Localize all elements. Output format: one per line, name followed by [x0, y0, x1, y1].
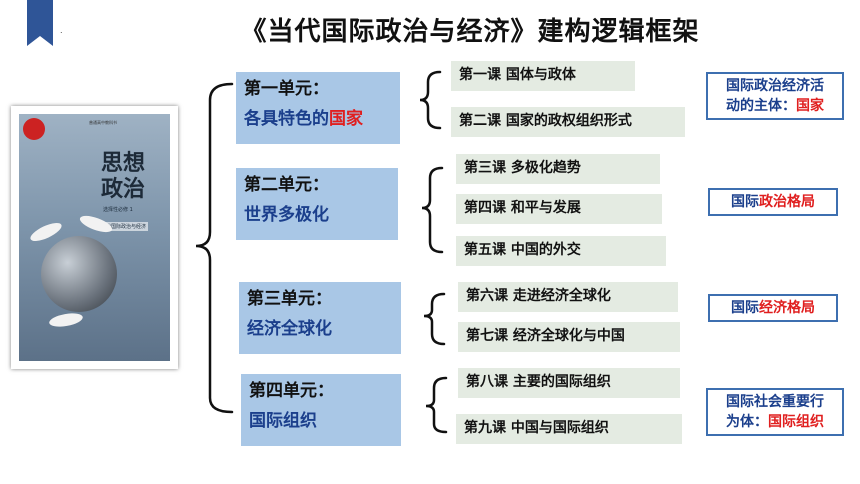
page-title: 《当代国际政治与经济》建构逻辑框架 [240, 17, 700, 47]
side-note-actor-state: 国际政治经济活 动的主体：国家 [706, 72, 844, 120]
unit-label: 第四单元： [249, 381, 334, 401]
main-brace [195, 82, 234, 414]
unit-name: 各具特色的国家 [244, 109, 363, 129]
side-note-economic-pattern: 国际经济格局 [708, 294, 838, 322]
lesson-box: 第三课 多极化趋势 [456, 154, 660, 184]
lesson-box: 第五课 中国的外交 [456, 236, 666, 266]
unit-name: 国际组织 [249, 411, 317, 431]
unit-label: 第二单元： [244, 175, 329, 195]
unit-box-1: 第一单元： 各具特色的国家 [236, 72, 400, 144]
unit2-brace [421, 166, 444, 254]
lesson-box: 第一课 国体与政体 [451, 61, 635, 91]
globe-illustration [41, 236, 117, 312]
side-note-actor-organization: 国际社会重要行 为体：国际组织 [706, 388, 844, 436]
unit1-brace [419, 70, 442, 130]
publisher-logo-icon [23, 118, 45, 140]
lesson-box: 第六课 走进经济全球化 [458, 282, 678, 312]
cover-title: 思想 政治 [101, 150, 146, 202]
textbook-cover-image: 普通高中教科书 思想 政治 选择性必修 1 当代国际政治与经济 [11, 106, 178, 369]
unit3-brace [423, 292, 446, 346]
lesson-box: 第二课 国家的政权组织形式 [451, 107, 685, 137]
unit-box-2: 第二单元： 世界多极化 [236, 168, 398, 240]
unit-name: 世界多极化 [244, 205, 329, 225]
lesson-box: 第八课 主要的国际组织 [458, 368, 680, 398]
unit-label: 第一单元： [244, 79, 329, 99]
side-note-political-pattern: 国际政治格局 [708, 188, 838, 216]
lesson-box: 第九课 中国与国际组织 [456, 414, 682, 444]
unit4-brace [425, 376, 448, 434]
lesson-box: 第七课 经济全球化与中国 [458, 322, 680, 352]
corner-bookmark-icon [27, 0, 53, 46]
cover-subtitle: 选择性必修 1 [103, 207, 133, 213]
cover-book-name: 当代国际政治与经济 [99, 222, 149, 231]
unit-name: 经济全球化 [247, 319, 332, 339]
unit-label: 第三单元： [247, 289, 332, 309]
unit-box-4: 第四单元： 国际组织 [241, 374, 401, 446]
unit-box-3: 第三单元： 经济全球化 [239, 282, 401, 354]
lesson-box: 第四课 和平与发展 [456, 194, 662, 224]
